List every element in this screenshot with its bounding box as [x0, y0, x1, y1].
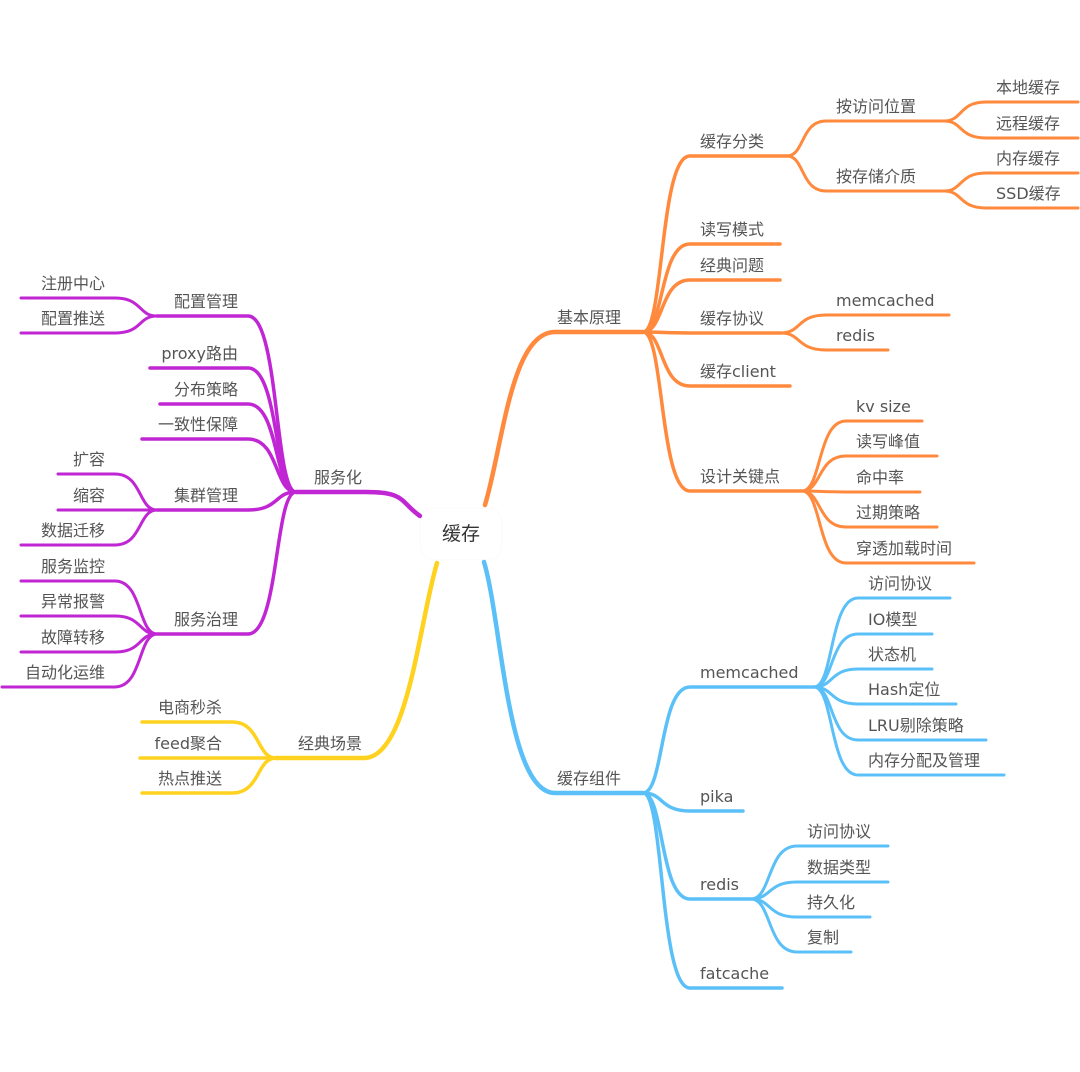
edge-b4: [273, 560, 440, 761]
root-node[interactable]: [421, 509, 501, 559]
node-b2c3[interactable]: 持久化: [807, 893, 856, 912]
edge-b1f1: [800, 419, 924, 493]
node-b4b[interactable]: feed聚合: [154, 734, 222, 753]
edge-b2a: [641, 685, 816, 795]
edge-b2a6: [812, 685, 1006, 777]
node-b3f2[interactable]: 异常报警: [40, 592, 105, 611]
node-b3a2[interactable]: 配置推送: [40, 309, 105, 328]
node-b2a3[interactable]: 状态机: [868, 645, 917, 664]
edge-b2a2: [812, 632, 934, 689]
node-b3a1[interactable]: 注册中心: [40, 274, 105, 293]
node-b2a5[interactable]: LRU剔除策略: [868, 716, 964, 735]
node-b1f2[interactable]: 读写峰值: [856, 432, 921, 451]
edge-b4c: [140, 756, 278, 795]
edge-b2c1: [749, 844, 890, 901]
node-b1a2a[interactable]: 内存缓存: [996, 149, 1061, 168]
edge-b1f3: [800, 489, 922, 494]
node-b1a1a[interactable]: 本地缓存: [996, 78, 1061, 97]
edge-b1d2: [779, 331, 890, 352]
node-b2c4[interactable]: 复制: [807, 928, 840, 947]
node-b1c[interactable]: 经典问题: [700, 256, 765, 275]
node-b3e[interactable]: 集群管理: [173, 486, 238, 505]
node-b1a1b[interactable]: 远程缓存: [996, 114, 1061, 133]
edge-b3e: [155, 490, 298, 512]
edge-b2: [481, 559, 646, 796]
edge-b1a1: [785, 119, 946, 158]
edge-b2c4: [749, 897, 853, 954]
node-b1f5[interactable]: 穿透加载时间: [856, 539, 953, 558]
edge-b3: [293, 489, 423, 519]
node-b3f3[interactable]: 故障转移: [40, 628, 105, 647]
edge-b1e: [641, 330, 792, 388]
node-b3a[interactable]: 配置管理: [173, 292, 238, 311]
node-b2d[interactable]: fatcache: [700, 964, 770, 983]
edge-b3a2: [19, 314, 159, 335]
edge-b1f5: [800, 489, 976, 565]
edge-b3e3: [19, 508, 159, 547]
node-b2c2[interactable]: 数据类型: [807, 858, 872, 877]
node-b2c[interactable]: redis: [700, 875, 740, 894]
node-b1a2b[interactable]: SSD缓存: [996, 184, 1061, 203]
node-b3e3[interactable]: 数据迁移: [40, 521, 105, 540]
node-b1a[interactable]: 缓存分类: [700, 132, 765, 151]
node-b2a6[interactable]: 内存分配及管理: [868, 751, 981, 770]
node-b3f1[interactable]: 服务监控: [40, 557, 105, 576]
edge-b1f: [641, 330, 804, 493]
node-b4c[interactable]: 热点推送: [157, 769, 222, 788]
branch-node-b2[interactable]: 缓存组件: [557, 769, 622, 788]
node-b2a[interactable]: memcached: [700, 663, 799, 682]
node-b2b[interactable]: pika: [700, 787, 734, 806]
node-b2a4[interactable]: Hash定位: [868, 680, 941, 699]
node-b3f4[interactable]: 自动化运维: [24, 663, 105, 682]
node-b3e2[interactable]: 缩容: [72, 486, 105, 505]
edge-b1a2b: [942, 189, 1080, 210]
edge-b2d: [641, 791, 784, 990]
node-b1f4[interactable]: 过期策略: [856, 503, 921, 522]
edge-b1a2: [785, 154, 946, 193]
node-b3d[interactable]: 一致性保障: [157, 415, 238, 434]
node-b3f[interactable]: 服务治理: [173, 610, 238, 629]
node-b1a1[interactable]: 按访问位置: [836, 97, 917, 116]
node-b1f3[interactable]: 命中率: [856, 468, 905, 487]
edge-b1d: [641, 330, 783, 335]
edge-b1a1b: [942, 119, 1080, 140]
node-b1a2[interactable]: 按存储介质: [836, 167, 917, 186]
edge-b3f4: [0, 632, 159, 689]
node-b1f[interactable]: 设计关键点: [700, 467, 781, 486]
node-b1d1[interactable]: memcached: [836, 291, 935, 310]
node-b1b[interactable]: 读写模式: [700, 220, 765, 239]
branch-node-b1[interactable]: 基本原理: [557, 308, 622, 327]
edge-b3f: [155, 490, 298, 636]
node-b3e1[interactable]: 扩容: [72, 450, 105, 469]
edge-b3d: [140, 437, 298, 494]
node-b1d[interactable]: 缓存协议: [700, 309, 765, 328]
branch-node-b3[interactable]: 服务化: [313, 468, 362, 487]
node-b3b[interactable]: proxy路由: [161, 344, 238, 363]
node-b2c1[interactable]: 访问协议: [807, 822, 872, 841]
branch-node-b4[interactable]: 经典场景: [297, 734, 362, 753]
node-b1d2[interactable]: redis: [836, 326, 876, 345]
edge-b1: [482, 329, 646, 508]
edge-b1c: [641, 278, 782, 334]
edge-b1a: [641, 154, 789, 334]
node-b2a1[interactable]: 访问协议: [868, 574, 933, 593]
node-b2a2[interactable]: IO模型: [868, 610, 918, 629]
edge-b2b: [641, 791, 745, 813]
node-b4a[interactable]: 电商秒杀: [157, 698, 222, 717]
node-b1f1[interactable]: kv size: [856, 397, 911, 416]
node-b1e[interactable]: 缓存client: [700, 362, 776, 381]
root-node-label: 缓存: [441, 523, 480, 545]
node-b3c[interactable]: 分布策略: [173, 380, 238, 399]
